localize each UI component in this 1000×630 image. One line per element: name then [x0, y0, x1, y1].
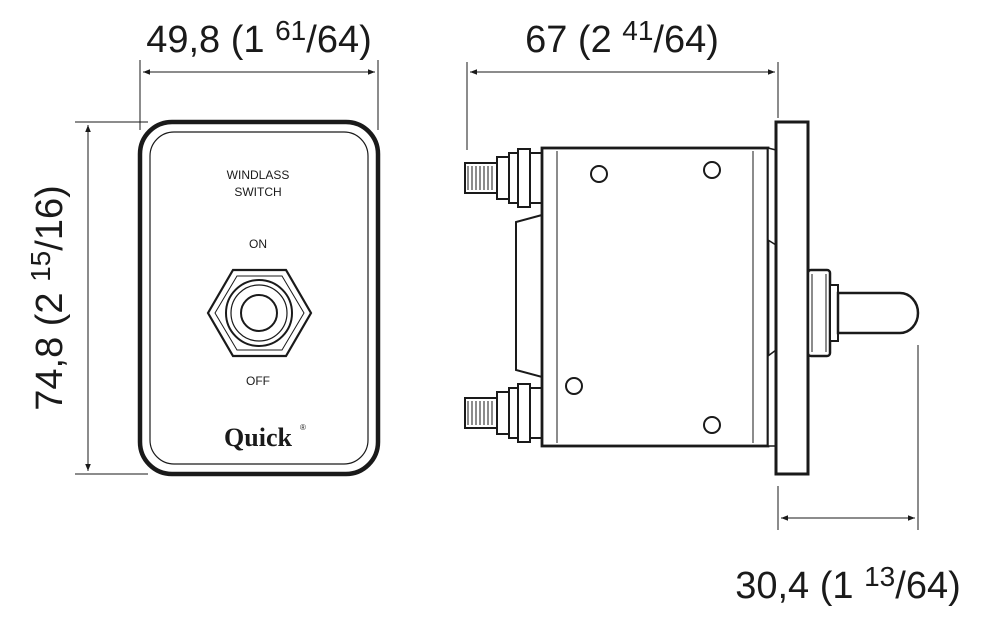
height-dimension-label: 74,8 (2 15/16)	[25, 185, 71, 411]
bushing-outer	[225, 279, 293, 347]
off-label: OFF	[246, 374, 270, 388]
screw-top-right	[703, 161, 721, 179]
depth-frac: /64)	[653, 19, 718, 61]
height-main: 74,8 (2	[29, 282, 71, 411]
panel-title-line1: WINDLASS	[227, 168, 290, 182]
terminal-top	[464, 148, 543, 208]
bushing-nut	[806, 268, 832, 358]
height-frac: /16)	[29, 185, 71, 250]
front-plate-inner	[149, 131, 369, 465]
body-back-recess	[515, 213, 543, 379]
on-label: ON	[249, 237, 267, 251]
front-view	[137, 119, 381, 477]
toggle-frac: /64)	[895, 565, 960, 607]
side-view	[464, 120, 920, 476]
width-frac: /64)	[306, 19, 371, 61]
terminal-bottom	[464, 383, 543, 443]
bushing-ring	[230, 284, 288, 342]
width-dimension	[139, 60, 379, 130]
height-dimension	[75, 121, 148, 475]
screw-top-left	[590, 165, 608, 183]
hex-nut-inner	[214, 275, 305, 351]
panel-title-line2: SWITCH	[234, 185, 281, 199]
width-main: 49,8 (1	[146, 19, 275, 61]
quick-logo: Quick ®	[224, 423, 306, 452]
mounting-flange	[774, 120, 810, 476]
switch-body	[540, 146, 770, 448]
width-dimension-label: 49,8 (1 61/64)	[146, 15, 372, 61]
brand-mark: ®	[300, 423, 306, 432]
toggle-sup: 13	[864, 561, 895, 592]
toggle-dimension-label: 30,4 (1 13/64)	[735, 561, 961, 607]
toggle-tip	[240, 294, 278, 332]
toggle-main: 30,4 (1	[735, 565, 864, 607]
screw-bottom-left	[565, 377, 583, 395]
depth-dimension-label: 67 (2 41/64)	[525, 15, 719, 61]
toggle-dimension	[777, 345, 919, 530]
brand-name: Quick	[224, 423, 292, 452]
toggle-lever	[836, 291, 920, 335]
width-sup: 61	[275, 15, 306, 46]
depth-dimension	[466, 62, 779, 150]
depth-sup: 41	[622, 15, 653, 46]
depth-main: 67 (2	[525, 19, 622, 61]
height-sup: 15	[25, 251, 56, 282]
screw-bottom-right	[703, 416, 721, 434]
